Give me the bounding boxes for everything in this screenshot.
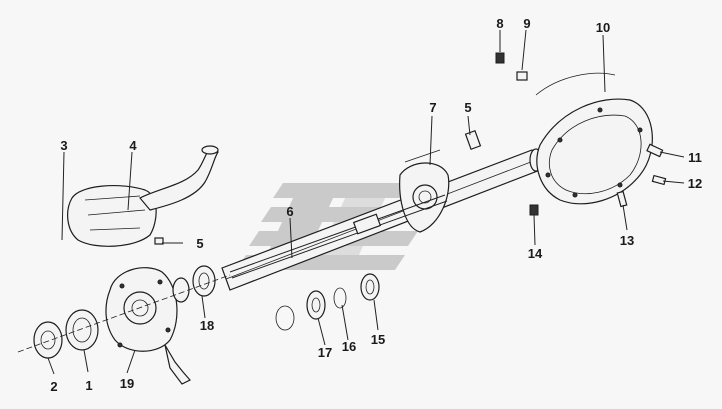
callout-8: 8 <box>496 16 503 31</box>
steering-knuckle-arm <box>67 145 219 247</box>
axle-shaft <box>229 194 448 279</box>
callout-9: 9 <box>523 16 530 31</box>
leader-lines <box>47 29 685 375</box>
tube-bracket <box>399 130 482 233</box>
callout-10: 10 <box>596 20 610 35</box>
callout-12: 12 <box>688 176 702 191</box>
callout-16: 16 <box>342 339 356 354</box>
callout-3: 3 <box>60 138 67 153</box>
outer-bearing-seal <box>33 321 63 359</box>
callout-2: 2 <box>50 379 57 394</box>
callout-14: 14 <box>528 246 543 261</box>
callout-labels: 1 2 3 4 5 5 6 7 8 9 10 11 12 13 14 15 16… <box>50 16 702 394</box>
callout-5b: 5 <box>464 100 471 115</box>
callout-17: 17 <box>318 345 332 360</box>
callout-1: 1 <box>85 378 92 393</box>
inner-bearing <box>172 265 216 303</box>
callout-7: 7 <box>429 100 436 115</box>
outer-bearing <box>65 309 99 351</box>
callout-5a: 5 <box>196 236 203 251</box>
axle-housing-flange <box>535 72 653 205</box>
callout-13: 13 <box>620 233 634 248</box>
callout-6: 6 <box>286 204 293 219</box>
callout-4: 4 <box>129 138 137 153</box>
callout-18: 18 <box>200 318 214 333</box>
callout-15: 15 <box>371 332 385 347</box>
seal-rings <box>275 273 380 331</box>
small-fasteners <box>154 52 667 245</box>
callout-11: 11 <box>688 150 702 165</box>
callout-19: 19 <box>120 376 134 391</box>
center-axis <box>17 274 231 353</box>
